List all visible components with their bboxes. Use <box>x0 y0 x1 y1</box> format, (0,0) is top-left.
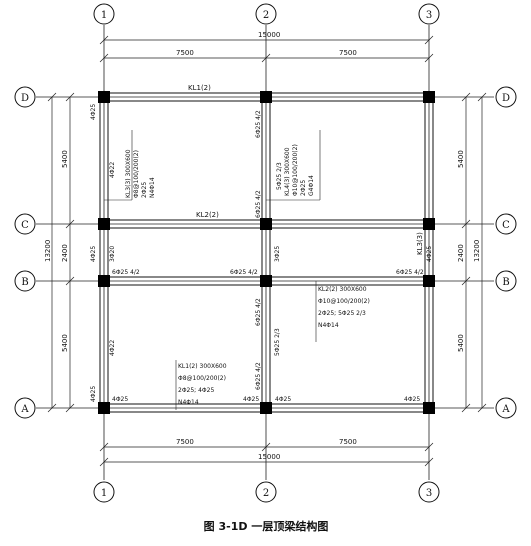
axis-label-a-left: A <box>20 404 29 415</box>
dim-top-right: 7500 <box>339 49 357 57</box>
callout-kl4: 5Φ25 2/3 KL4(3) 300X600 Φ10@100/200(2) 2… <box>276 144 315 196</box>
note-a-left2: 4Φ25 <box>243 396 259 403</box>
leader-kl4 <box>266 130 321 201</box>
beams <box>99 92 434 413</box>
note-ba-mid-low: 6Φ25 4/2 <box>255 362 262 390</box>
axis-label-b-left: B <box>21 277 28 288</box>
dim-right-cb: 2400 <box>457 244 465 262</box>
note-right-cb: 4Φ25 <box>426 246 433 262</box>
dim-left-ba: 5400 <box>61 334 69 352</box>
axis-label-1-top: 1 <box>101 10 107 21</box>
dim-right-total: 13200 <box>473 240 481 262</box>
axis-label-c-left: C <box>21 220 29 231</box>
dimensions-bottom: 7500 7500 15000 <box>99 438 434 467</box>
kl1-line-1: KL1(2) 300X600 <box>178 363 227 370</box>
kl3-left-line-4: N4Φ14 <box>149 177 156 198</box>
callout-kl1: KL1(2) 300X600 Φ8@100/200(2) 2Φ25; 4Φ25 … <box>178 363 227 406</box>
axis-label-1-bottom: 1 <box>101 488 107 499</box>
figure-caption: 图 3-1D 一层顶梁结构图 <box>204 519 329 533</box>
dim-left-cb: 2400 <box>61 244 69 262</box>
note-d-left-top: 4Φ25 <box>90 104 97 120</box>
note-c-mid-vert: 6Φ25 4/2 <box>255 190 262 218</box>
dimensions-top: 15000 7500 7500 <box>99 31 434 63</box>
kl2-line-1: KL2(2) 300X600 <box>318 286 367 293</box>
kl4-line-2: KL4(3) 300X600 <box>284 147 291 196</box>
leader-kl3-left <box>104 130 133 201</box>
note-kl3-left-side: 4Φ22 <box>109 162 116 178</box>
callout-kl3-left: KL3(3) 300X600 Φ8@100/200(2) 2Φ25 N4Φ14 <box>125 149 156 198</box>
kl4-line-3: Φ10@100/200(2) <box>292 144 299 196</box>
note-a-left: 4Φ25 <box>112 396 128 403</box>
kl2-line-2: Φ10@100/200(2) <box>318 298 370 305</box>
note-d-mid-top: 6Φ25 4/2 <box>255 110 262 138</box>
beam-label-kl2-mid: KL2(2) <box>196 211 219 219</box>
kl2-line-4: N4Φ14 <box>318 322 339 329</box>
note-c-left-3: 3Φ20 <box>109 246 116 262</box>
note-b-right: 6Φ25 4/2 <box>396 269 424 276</box>
kl3-left-line-3: 2Φ25 <box>141 182 148 198</box>
kl1-line-2: Φ8@100/200(2) <box>178 375 226 382</box>
axis-label-b-right: B <box>502 277 509 288</box>
dim-bottom-right: 7500 <box>339 438 357 446</box>
axis-label-2-top: 2 <box>263 10 269 21</box>
axis-label-3-top: 3 <box>426 10 432 21</box>
note-ba-left-side: 4Φ22 <box>109 340 116 356</box>
columns <box>98 91 435 414</box>
axis-label-c-right: C <box>502 220 510 231</box>
note-a-right: 4Φ25 <box>404 396 420 403</box>
beam-label-kl1-top: KL1(2) <box>188 84 211 92</box>
axis-label-d-left: D <box>21 93 29 104</box>
axis-label-a-right: A <box>501 404 510 415</box>
axis-bubbles-right: D C B A <box>495 86 517 419</box>
note-ba-mid-vert1: 6Φ25 4/2 <box>255 298 262 326</box>
dim-right-dc: 5400 <box>457 150 465 168</box>
note-ba-mid-vert2: 5Φ25 2/3 <box>274 328 281 356</box>
note-a-mid: 4Φ25 <box>275 396 291 403</box>
dim-top-left: 7500 <box>176 49 194 57</box>
kl1-line-4: N4Φ14 <box>178 399 199 406</box>
dimensions-right: 5400 2400 5400 13200 <box>457 92 487 413</box>
dim-bottom-total: 15000 <box>258 453 280 461</box>
axis-label-2-bottom: 2 <box>263 488 269 499</box>
axis-bubbles-top: 1 2 3 <box>93 3 440 25</box>
kl4-line-4: 2Φ25 <box>300 180 307 196</box>
kl3-left-line-2: Φ8@100/200(2) <box>133 150 140 198</box>
dim-bottom-left: 7500 <box>176 438 194 446</box>
dimensions-left: 13200 5400 2400 5400 <box>44 92 75 413</box>
note-a-left-vert: 4Φ25 <box>90 386 97 402</box>
dim-right-ba: 5400 <box>457 334 465 352</box>
note-b-mid: 6Φ25 4/2 <box>230 269 258 276</box>
note-c-left: 4Φ25 <box>90 246 97 262</box>
kl3-left-line-1: KL3(3) 300X600 <box>125 149 132 198</box>
axis-bubbles-left: D C B A <box>14 86 36 419</box>
kl4-line-1: 5Φ25 2/3 <box>276 162 283 190</box>
kl4-line-5: G4Φ14 <box>308 175 315 196</box>
kl2-line-3: 2Φ25; 5Φ25 2/3 <box>318 310 366 317</box>
kl1-line-3: 2Φ25; 4Φ25 <box>178 387 214 394</box>
beam-label-kl3-right: KL3(3) <box>416 232 424 255</box>
dim-left-total: 13200 <box>44 240 52 262</box>
note-c-mid-right: 3Φ25 <box>274 246 281 262</box>
axis-label-d-right: D <box>502 93 510 104</box>
callout-kl2: KL2(2) 300X600 Φ10@100/200(2) 2Φ25; 5Φ25… <box>318 286 370 329</box>
note-b-left: 6Φ25 4/2 <box>112 269 140 276</box>
axis-label-3-bottom: 3 <box>426 488 432 499</box>
dim-left-dc: 5400 <box>61 150 69 168</box>
axis-bubbles-bottom: 1 2 3 <box>93 481 440 503</box>
dim-top-total: 15000 <box>258 31 280 39</box>
